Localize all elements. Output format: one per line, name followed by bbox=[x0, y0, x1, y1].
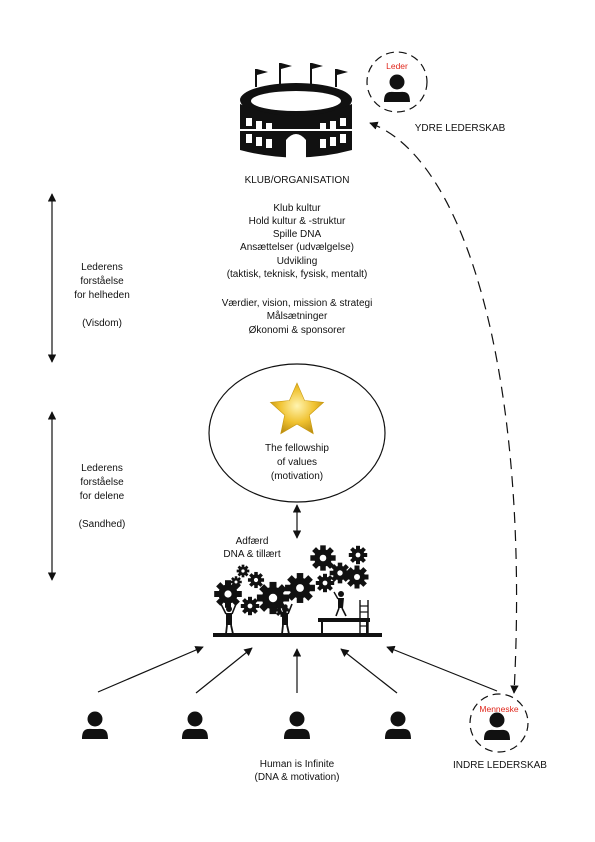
influence-arrow bbox=[386, 645, 498, 692]
influence-arrow bbox=[195, 647, 253, 694]
dashed-connector-arrow bbox=[369, 121, 519, 694]
text-line: (DNA & motivation) bbox=[254, 772, 340, 783]
text-line: (motivation) bbox=[270, 471, 324, 482]
stadium-icon bbox=[240, 63, 352, 158]
person-icon bbox=[82, 711, 108, 739]
fellowship-ellipse bbox=[208, 363, 386, 503]
base-platform bbox=[213, 633, 382, 637]
text-line: Adfærd bbox=[235, 536, 269, 547]
influence-arrow bbox=[340, 648, 398, 694]
club-item: Hold kultur & -struktur bbox=[248, 216, 346, 227]
flag-icon bbox=[279, 63, 292, 85]
text-line: forståelse bbox=[80, 276, 124, 287]
text-line: for delene bbox=[79, 491, 125, 502]
ladder-icon bbox=[318, 600, 370, 634]
outer-leadership-title: YDRE LEDERSKAB bbox=[414, 123, 506, 134]
club-item: (taktisk, teknisk, fysisk, mentalt) bbox=[226, 269, 368, 280]
text-line: of values bbox=[276, 457, 318, 468]
text-line: DNA & tillært bbox=[223, 549, 281, 560]
person-icon bbox=[484, 712, 510, 740]
text-line: Lederens bbox=[81, 262, 123, 273]
inner-leadership-title: INDRE LEDERSKAB bbox=[453, 760, 547, 771]
human-label: Menneske bbox=[479, 704, 519, 714]
text-line: (Sandhed) bbox=[78, 519, 126, 530]
person-icon bbox=[384, 74, 410, 102]
club-item: Ansættelser (udvælgelse) bbox=[240, 242, 354, 253]
text-line: (Visdom) bbox=[82, 318, 122, 329]
text-line: Human is Infinite bbox=[259, 759, 335, 770]
club-title: KLUB/ORGANISATION bbox=[244, 175, 350, 186]
club-item: Økonomi & sponsorer bbox=[248, 325, 346, 336]
worker-figures bbox=[220, 591, 347, 635]
flag-icon bbox=[310, 63, 323, 85]
club-item: Målsætninger bbox=[266, 311, 328, 322]
text-line: Lederens bbox=[81, 463, 123, 474]
flag-icon bbox=[335, 69, 348, 87]
person-icon bbox=[284, 711, 310, 739]
club-item: Klub kultur bbox=[273, 203, 321, 214]
influence-arrow bbox=[97, 646, 204, 693]
star-icon bbox=[269, 382, 325, 435]
leader-label: Leder bbox=[386, 61, 408, 71]
club-item: Udvikling bbox=[276, 256, 318, 267]
text-line: The fellowship bbox=[265, 443, 329, 454]
human-figure bbox=[469, 693, 529, 753]
text-line: forståelse bbox=[80, 477, 124, 488]
club-item: Spille DNA bbox=[272, 229, 322, 240]
leader-figure bbox=[366, 51, 428, 113]
text-line: for helheden bbox=[74, 290, 130, 301]
person-icon bbox=[182, 711, 208, 739]
club-item: Værdier, vision, mission & strategi bbox=[221, 298, 373, 309]
flag-icon bbox=[255, 69, 268, 87]
person-icon bbox=[385, 711, 411, 739]
